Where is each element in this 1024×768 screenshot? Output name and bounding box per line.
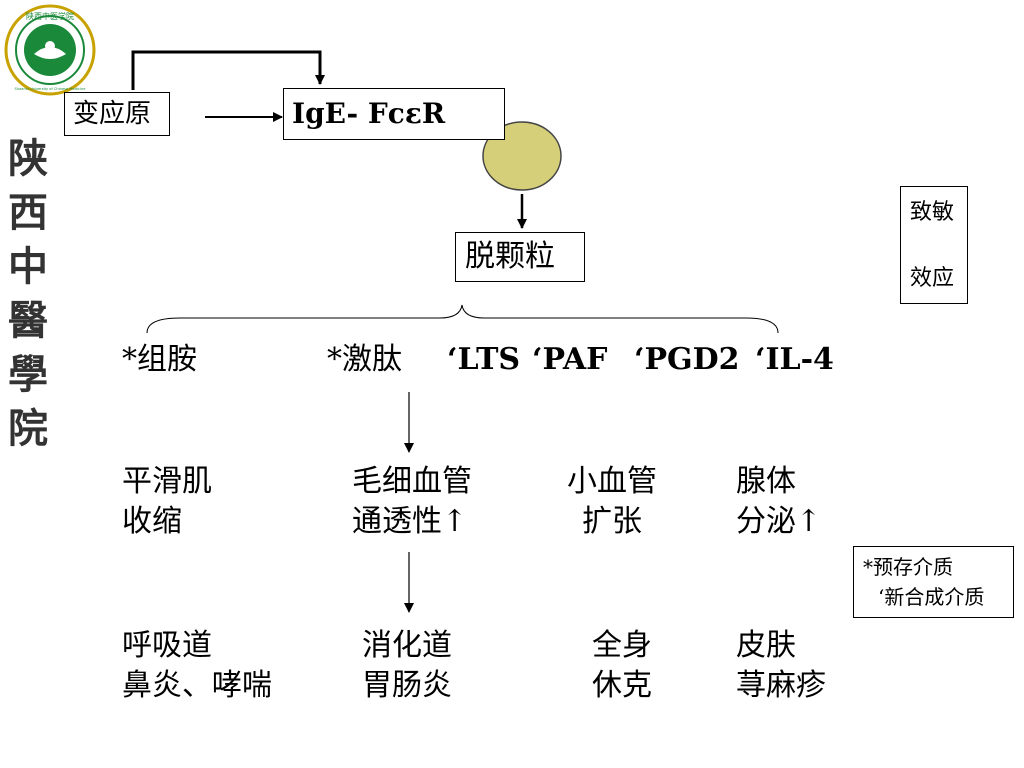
degranulation-label: 脱颗粒 <box>465 239 555 274</box>
legend-newly: ‘新合成介质 <box>878 585 985 609</box>
sensitization-box: 致敏 效应 <box>900 186 968 304</box>
symptom-systemic: 全身休克 <box>592 628 652 703</box>
side-title-char: 學 <box>8 351 48 398</box>
effect-label: 效应 <box>910 266 955 291</box>
side-title-char: 陕 <box>8 135 48 182</box>
legend-preformed: *预存介质 <box>863 555 953 579</box>
side-title-char: 醫 <box>8 297 48 344</box>
effect-smooth-muscle: 平滑肌收缩 <box>122 464 212 539</box>
legend-box: *预存介质 ‘新合成介质 <box>853 546 1014 618</box>
side-title: 陕 西 中 醫 學 院 <box>2 132 54 456</box>
receptor-label: IgE- FcεR <box>292 97 446 130</box>
allergen-label: 变应原 <box>73 99 152 129</box>
mediator-il4: ‘IL-4 <box>755 342 834 377</box>
symptom-respiratory: 呼吸道鼻炎、哮喘 <box>122 628 272 703</box>
effect-small-vessel: 小血管扩张 <box>567 464 657 539</box>
allergen-loop-arrow <box>131 50 325 90</box>
mediator-kinin: *激肽 <box>327 342 402 377</box>
effect-gland: 腺体分泌↑ <box>736 464 822 539</box>
sensitization-label: 致敏 <box>910 200 955 225</box>
logo-ring-text: 陕西中医学院 <box>26 11 74 21</box>
mediator-histamine: *组胺 <box>122 342 197 377</box>
side-title-char: 中 <box>8 243 48 290</box>
allergen-box: 变应原 <box>64 92 170 136</box>
degranulation-box: 脱颗粒 <box>455 232 585 282</box>
symptom-digestive: 消化道胃肠炎 <box>362 628 452 703</box>
effect-capillary: 毛细血管通透性↑ <box>352 464 472 539</box>
school-logo-icon: 陕西中医学院 Shaanxi University of Chinese Med… <box>4 4 96 96</box>
mediator-lts: ‘LTS <box>447 342 521 377</box>
symptom-skin: 皮肤荨麻疹 <box>736 628 826 703</box>
mediator-paf: ‘PAF <box>532 342 608 377</box>
side-title-char: 院 <box>8 405 48 452</box>
logo-sub-text: Shaanxi University of Chinese Medicine <box>15 87 87 91</box>
mediator-brace <box>146 304 779 334</box>
receptor-box: IgE- FcεR <box>283 88 505 140</box>
mediator-pgd2: ‘PGD2 <box>634 342 740 377</box>
side-title-char: 西 <box>8 189 48 236</box>
